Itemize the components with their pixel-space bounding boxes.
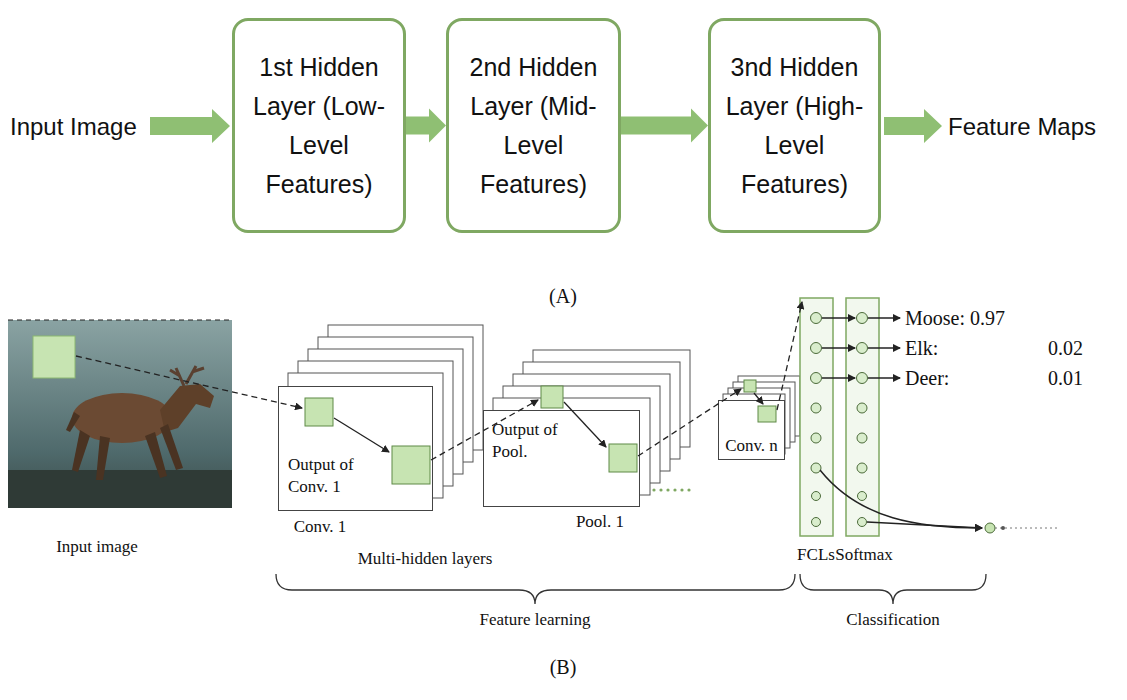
moose-photo (8, 320, 232, 508)
layer-label: Pool. 1 (576, 512, 624, 532)
output-node (985, 523, 1060, 533)
stage-label: Classification (846, 610, 939, 630)
output-arrow (884, 109, 942, 143)
dots (652, 488, 690, 491)
hidden-layer-box: 3nd Hidden Layer (High-Level Features) (708, 18, 881, 233)
stage-label: Feature learning (480, 610, 591, 630)
output-arrows (820, 318, 982, 528)
class-score: 0.02 (1048, 336, 1083, 360)
layer-title: 1st Hidden Layer (Low-Level Features) (249, 48, 389, 204)
layer-label: Conv. 1 (294, 517, 347, 537)
input-arrow (150, 109, 230, 143)
panel-label: (A) (549, 284, 577, 308)
hidden-layer-box: 2nd Hidden Layer (Mid-Level Features) (446, 18, 621, 233)
sheet-caption: Output of Conv. 1 (288, 454, 372, 498)
solid-arrows (334, 393, 763, 452)
hidden-layer-box: 1st Hidden Layer (Low-Level Features) (232, 18, 406, 233)
layer-title: 3nd Hidden Layer (High-Level Features) (725, 48, 865, 204)
layer-label: FCLs (797, 545, 835, 565)
class-score: 0.01 (1048, 366, 1083, 390)
class-score: Elk: (905, 336, 938, 360)
group-label: Multi-hidden layers (358, 549, 493, 569)
class-score: Moose: 0.97 (905, 306, 1005, 330)
flow-arrow (621, 109, 708, 143)
flow-arrow (406, 109, 446, 143)
feature-squares (305, 380, 776, 484)
layer-label: Softmax (835, 545, 893, 565)
fcl-column (800, 298, 879, 536)
dashed-arrows (76, 302, 802, 460)
sheet-caption: Output of Pool. (492, 419, 562, 463)
classification-brace (800, 574, 986, 604)
panel-label: (B) (550, 655, 577, 679)
sheet-caption: Conv. n (725, 435, 778, 457)
image-label: Input image (56, 537, 138, 557)
side-label: Feature Maps (948, 113, 1096, 141)
feature-learning-brace (276, 574, 795, 604)
class-score: Deer: (905, 366, 949, 390)
side-label: Input Image (10, 113, 137, 141)
layer-title: 2nd Hidden Layer (Mid-Level Features) (464, 48, 604, 204)
